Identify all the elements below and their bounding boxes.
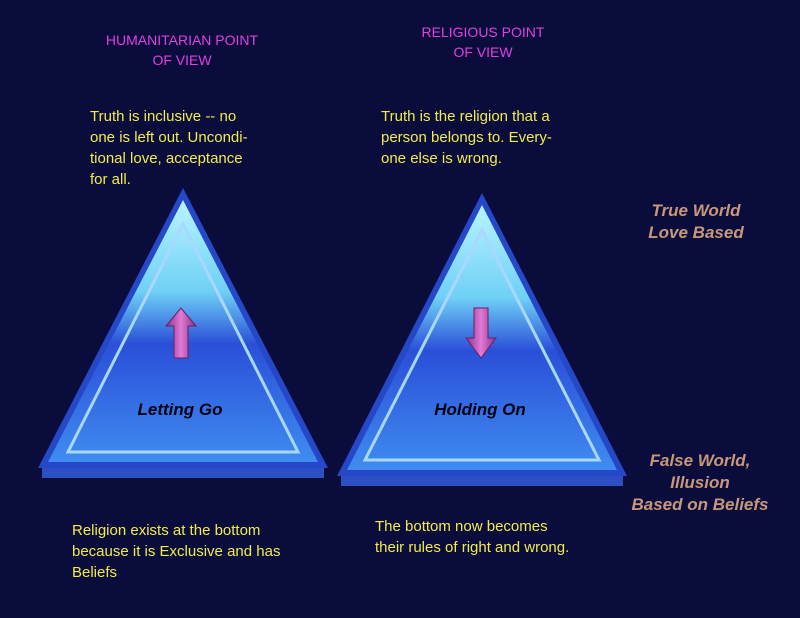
left-triangle-label: Letting Go — [137, 400, 223, 419]
left-heading: HUMANITARIAN POINT OF VIEW — [105, 32, 259, 68]
right-pyramid — [337, 193, 627, 486]
left-top-text: Truth is inclusive -- no one is left out… — [90, 108, 248, 188]
arrow-up-icon — [164, 307, 198, 359]
false-world-label: False World, Illusion Based on Beliefs — [631, 451, 769, 514]
right-heading: RELIGIOUS POINT OF VIEW — [421, 24, 545, 60]
arrow-down-icon — [465, 307, 497, 359]
left-pyramid-inner-outline — [65, 220, 301, 454]
right-top-text: Truth is the religion that a person belo… — [381, 108, 552, 167]
right-triangle-label: Holding On — [434, 400, 526, 419]
right-bottom-text: The bottom now becomes their rules of ri… — [375, 518, 570, 556]
true-world-label: True World Love Based — [648, 201, 744, 242]
left-bottom-text: Religion exists at the bottom because it… — [72, 522, 281, 581]
right-pyramid-inner-outline — [362, 226, 602, 462]
left-pyramid — [38, 188, 328, 478]
